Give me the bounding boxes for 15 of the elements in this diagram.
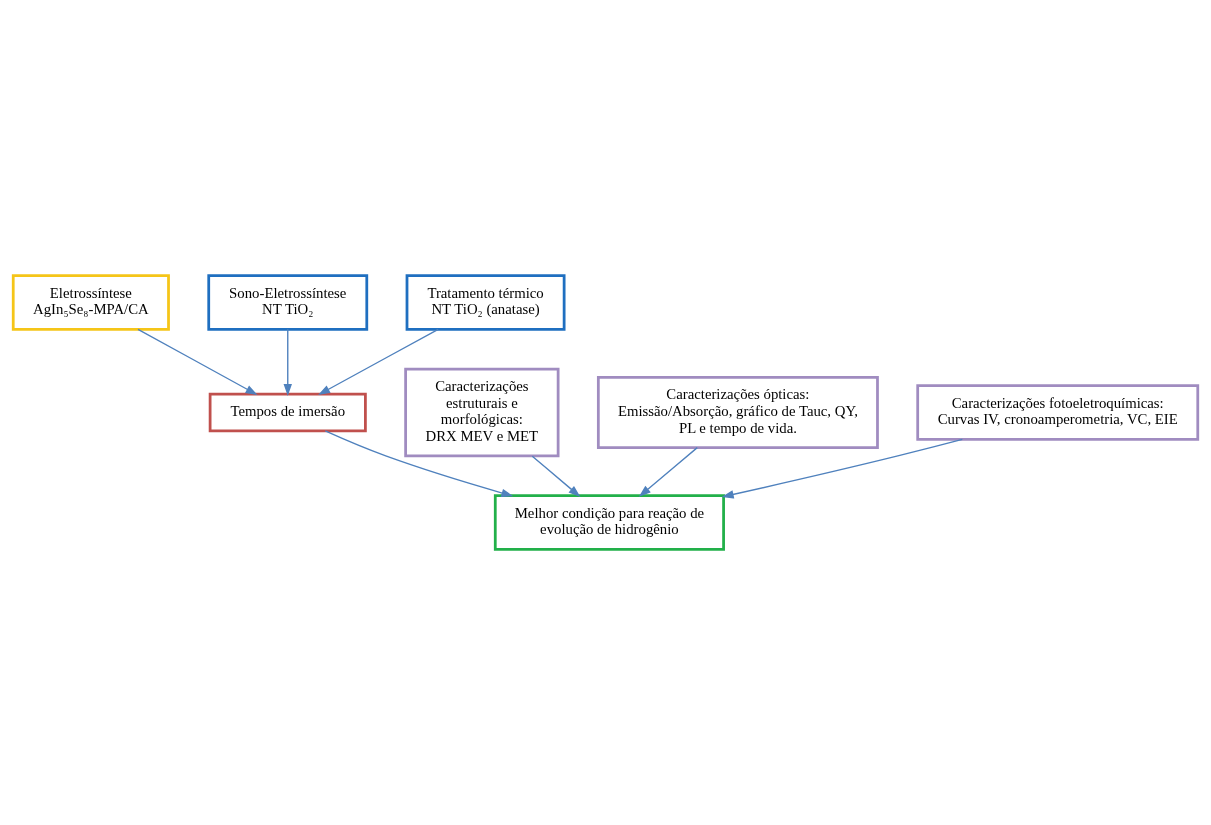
arrow (318, 328, 439, 395)
arrow (721, 438, 963, 499)
arrow (531, 455, 581, 497)
node-box: Tempos de imersão (208, 392, 367, 433)
node-box: Caracterizações estruturais e morfológicas: DRX MEV e MET (404, 367, 560, 458)
node-box: Caracterizações ópticas: Emissão/Absorção, gráfico de Tauc, QY, PL e tempo de vida. (596, 376, 879, 449)
node-box: Eletrossíntese AgIn₅Se₈-MPA/CA (11, 274, 170, 331)
arrow (324, 430, 514, 497)
arrow (638, 446, 698, 497)
arrow (283, 328, 292, 397)
arrow (137, 328, 258, 395)
node-box: Sono-Eletrossíntese NT TiO₂ (207, 274, 369, 331)
node-box: Caracterizações fotoeletroquímicas: Curvas IV, cronoamperometria, VC, EIE (916, 384, 1200, 441)
node-box: Melhor condição para reação de evolução de hidrogênio (493, 494, 725, 551)
node-box: Tratamento térmico NT TiO₂ (anatase) (405, 274, 566, 331)
